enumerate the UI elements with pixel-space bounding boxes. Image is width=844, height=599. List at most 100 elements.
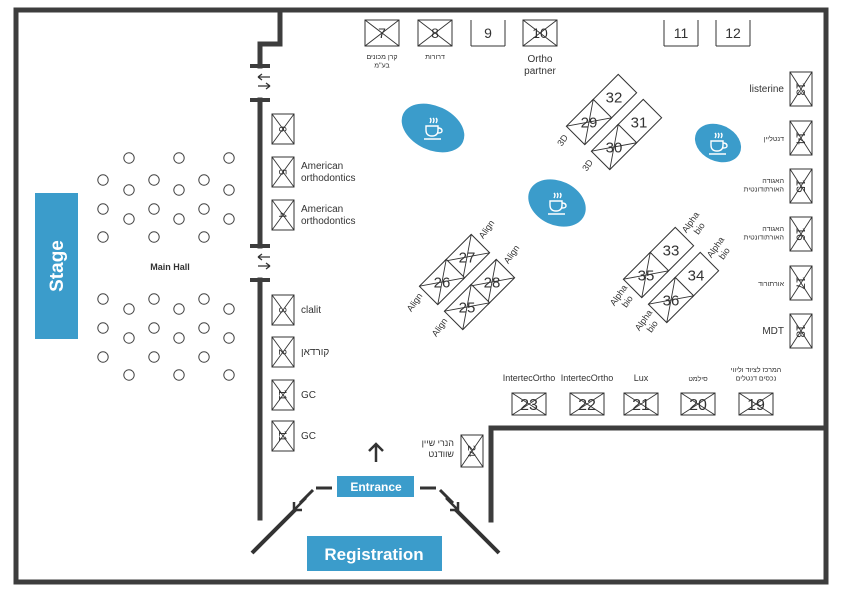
entrance-button[interactable]	[337, 476, 414, 497]
booth-label: Align	[405, 291, 425, 313]
booked-cross-icon	[419, 259, 465, 305]
booked-cross-icon	[789, 313, 813, 349]
booked-cross-icon	[789, 120, 813, 156]
booth-22[interactable]: 22	[569, 392, 605, 416]
seat	[198, 322, 210, 334]
booth-29[interactable]: 29	[565, 98, 613, 146]
booked-cross-icon	[271, 294, 295, 326]
booth-number: 6	[276, 126, 288, 132]
door-arrow-icon[interactable]	[257, 253, 271, 270]
booth-2[interactable]: 2	[271, 336, 295, 368]
booth-1b[interactable]: 11	[271, 379, 295, 411]
arrow-down-right-icon	[445, 497, 460, 512]
arrow-down-left-icon	[292, 497, 307, 512]
booth-3[interactable]: 3	[271, 294, 295, 326]
booked-cross-icon	[444, 284, 490, 330]
booth-7[interactable]: 7	[364, 19, 400, 47]
booth-26[interactable]: 26	[418, 258, 466, 306]
seat	[123, 332, 135, 344]
seat	[123, 184, 135, 196]
booked-cross-icon	[591, 124, 637, 170]
booth-17[interactable]: 17	[789, 265, 813, 301]
booked-cross-icon	[680, 392, 716, 416]
booth-23[interactable]: 23	[511, 392, 547, 416]
booth-8[interactable]: 8	[417, 19, 453, 47]
booth-label: GC	[301, 431, 316, 442]
booth-12[interactable]: 12	[715, 20, 751, 47]
booked-cross-icon	[569, 392, 605, 416]
booth-label: דנטליין	[764, 135, 784, 143]
registration-label: Registration	[324, 545, 423, 564]
door-arrow-icon[interactable]	[257, 73, 271, 90]
seating	[97, 152, 235, 381]
booth-6[interactable]: 6	[271, 113, 295, 145]
booth-number: 3	[276, 307, 288, 313]
booth-20[interactable]: 20	[680, 392, 716, 416]
booth-18[interactable]: 18	[789, 313, 813, 349]
outer-wall	[13, 7, 829, 585]
seat	[198, 231, 210, 243]
coffee-station[interactable]	[689, 117, 748, 170]
booth-16[interactable]: 16	[789, 216, 813, 252]
booth-label: אורתורוד	[758, 281, 784, 288]
booth-number: 5	[276, 169, 288, 175]
booth-14[interactable]: 14	[789, 120, 813, 156]
booked-cross-icon	[271, 420, 295, 452]
seat	[223, 213, 235, 225]
door-caps	[250, 64, 270, 282]
booth-13[interactable]: 13	[789, 71, 813, 107]
seat	[148, 351, 160, 363]
booth-number: 33	[663, 242, 680, 259]
booth-label: Lux	[634, 373, 649, 383]
booth-5[interactable]: 5	[271, 156, 295, 188]
seat	[173, 332, 185, 344]
coffee-station[interactable]	[521, 170, 594, 235]
booth-number: 12	[725, 25, 741, 41]
booth-24[interactable]: 24	[460, 434, 484, 468]
booth-21[interactable]: 21	[623, 392, 659, 416]
booth-36[interactable]: 36	[647, 276, 695, 324]
stage-label: Stage	[47, 240, 68, 292]
entrance-area	[250, 486, 501, 555]
booked-cross-icon	[738, 392, 774, 416]
booth-11[interactable]: 11	[663, 20, 699, 47]
seat	[148, 231, 160, 243]
coffee-station[interactable]	[394, 94, 472, 162]
booth-number: 9	[484, 25, 492, 41]
booth-10[interactable]: 10	[522, 19, 558, 47]
stage[interactable]	[35, 193, 78, 339]
booth-35[interactable]: 35	[622, 251, 670, 299]
booth-label: 3D	[580, 157, 595, 173]
main-hall-label: Main Hall	[150, 262, 190, 272]
booth-label: Align	[502, 243, 522, 265]
booths: 7קרן מכוניםבע"מ8דרורות910Orthopartner111…	[271, 19, 813, 468]
booked-cross-icon	[623, 252, 669, 298]
booth-30[interactable]: 30	[590, 123, 638, 171]
booth-25[interactable]: 25	[443, 283, 491, 331]
booth-4[interactable]: 4	[271, 199, 295, 231]
seat	[148, 322, 160, 334]
seat	[97, 203, 109, 215]
booked-cross-icon	[444, 234, 490, 280]
coffee-cup-icon	[709, 132, 728, 155]
booked-cross-icon	[271, 379, 295, 411]
booth-number: 34	[688, 267, 705, 284]
booth-1a[interactable]: 11	[271, 420, 295, 452]
seat	[123, 213, 135, 225]
arrow-up-icon	[368, 442, 384, 462]
booth-number: 32	[606, 89, 623, 106]
booth-9[interactable]: 9	[470, 20, 506, 47]
registration-button[interactable]	[307, 536, 442, 571]
seat	[173, 213, 185, 225]
seat	[97, 322, 109, 334]
booked-cross-icon	[469, 259, 515, 305]
seat	[223, 152, 235, 164]
booked-cross-icon	[789, 71, 813, 107]
booth-15[interactable]: 15	[789, 168, 813, 204]
booth-19[interactable]: 19	[738, 392, 774, 416]
